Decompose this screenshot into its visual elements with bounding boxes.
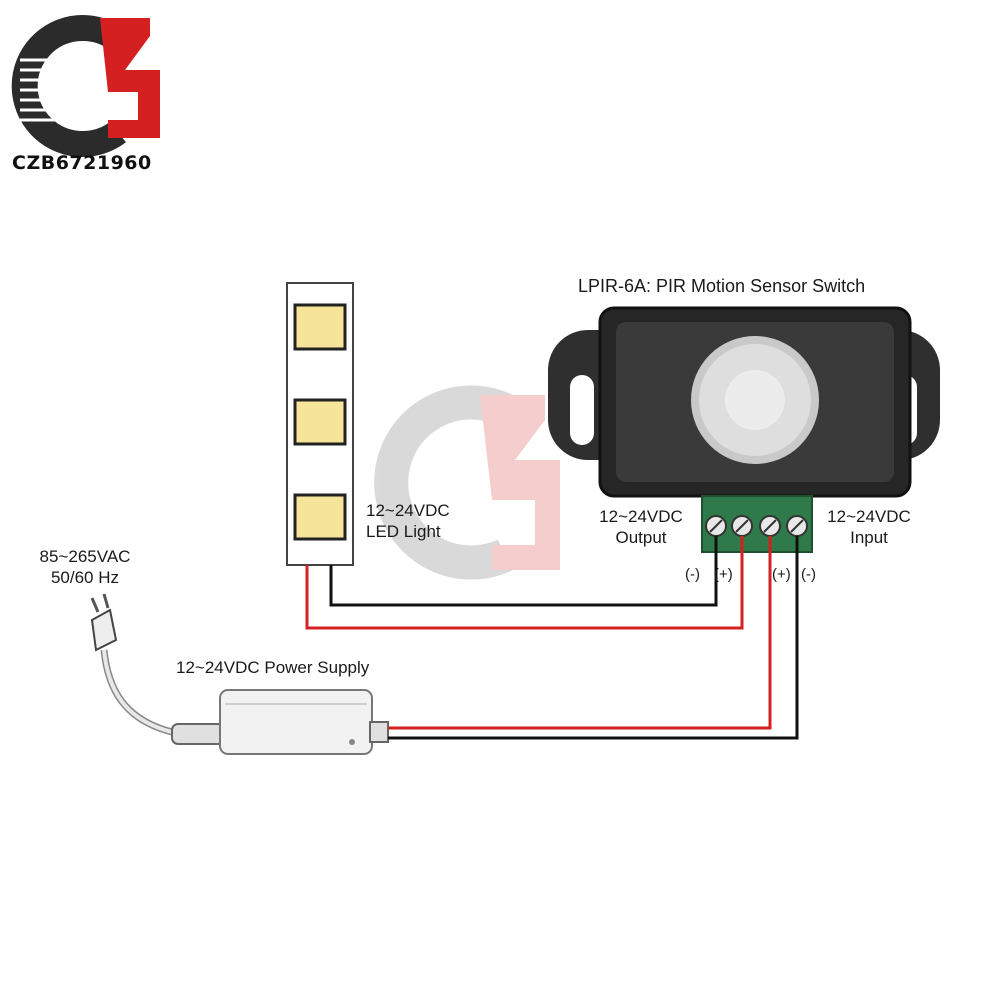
wire-psu-positive: [388, 536, 772, 730]
pir-sensor: [548, 306, 940, 553]
output-label-line1: 12~24VDC: [599, 507, 683, 526]
led-label-line1: 12~24VDC: [366, 501, 450, 520]
brand-logo: [11, 15, 160, 157]
terminal-label-in-neg: (-): [801, 566, 816, 583]
power-supply: [171, 689, 389, 755]
ac-plug: [90, 593, 173, 736]
wire-psu-negative: [388, 536, 799, 740]
led-strip: [286, 282, 354, 566]
led-label-line2: LED Light: [366, 522, 441, 541]
output-label-line2: Output: [615, 528, 667, 547]
ac-label-line2: 50/60 Hz: [50, 568, 120, 587]
terminal-label-in-pos: (+): [772, 566, 791, 583]
watermark-logo: [374, 385, 560, 580]
input-label: 12~24VDC Input: [816, 506, 922, 548]
ac-label: 85~265VAC 50/60 Hz: [30, 546, 140, 588]
brand-name: CZB6721960: [12, 152, 152, 174]
input-label-line1: 12~24VDC: [827, 507, 911, 526]
power-supply-label: 12~24VDC Power Supply: [176, 658, 370, 677]
wire-led-positive: [305, 536, 744, 630]
led-label: 12~24VDC LED Light: [366, 500, 466, 542]
input-label-line2: Input: [850, 528, 888, 547]
ac-label-line1: 85~265VAC: [39, 547, 131, 566]
sensor-title: LPIR-6A: PIR Motion Sensor Switch: [578, 276, 866, 296]
terminal-label-out-pos: (+): [714, 566, 733, 583]
terminal-label-out-neg: (-): [685, 566, 700, 583]
wires: [305, 536, 799, 740]
output-label: 12~24VDC Output: [588, 506, 694, 548]
wire-led-negative: [329, 536, 718, 607]
